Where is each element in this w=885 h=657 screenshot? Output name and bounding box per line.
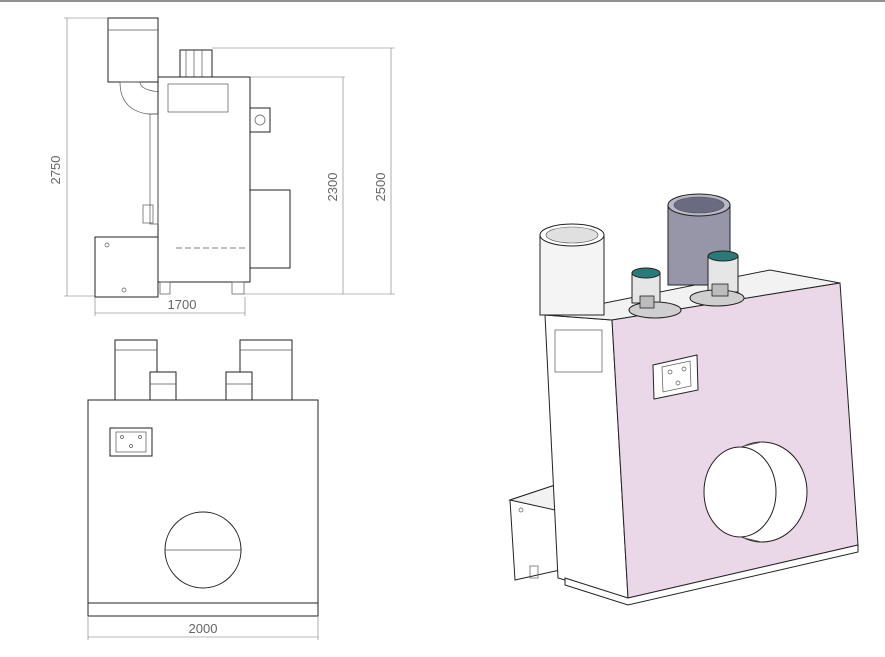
front-view: 2000: [87, 339, 319, 640]
iso-control-box: [652, 354, 699, 400]
iso-left-motor: [628, 267, 682, 319]
iso-left-cylinder: [539, 234, 605, 316]
front-control-box: [109, 427, 153, 457]
dim-side-total-height: 2750: [48, 156, 63, 185]
iso-right-motor: [689, 250, 745, 307]
side-inlet-box: [249, 189, 291, 269]
dim-front-width: 2000: [189, 621, 218, 636]
dim-side-width: 1700: [168, 297, 197, 312]
side-main-body: [157, 76, 251, 283]
front-right-motor: [225, 371, 253, 401]
dim-side-motor-height: 2500: [373, 173, 388, 202]
side-connector: [249, 107, 271, 133]
isometric-view: [508, 193, 859, 606]
side-view: 2750 2300 2500 1700: [48, 17, 395, 316]
front-left-motor: [149, 371, 177, 401]
dim-side-body-height: 2300: [325, 173, 340, 202]
iso-front-face: [611, 282, 859, 599]
side-inlet-duct: [107, 17, 159, 83]
side-tray: [94, 236, 159, 298]
side-motor: [179, 49, 213, 79]
